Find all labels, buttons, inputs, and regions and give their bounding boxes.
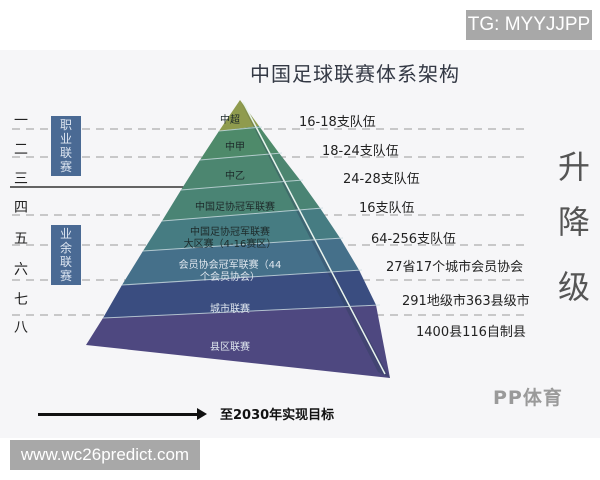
- team-count-5: 64-256支队伍: [371, 232, 457, 247]
- layer-label-line: 中国足协冠军联赛: [190, 227, 270, 238]
- tier-numeral-4: 四: [14, 200, 28, 216]
- tier-numeral-5: 五: [14, 231, 28, 247]
- team-count-7: 291地级市363县级市: [402, 294, 530, 309]
- layer-label-county-league: 县区联赛: [210, 342, 250, 353]
- diagram-title: 中国足球联赛体系架构: [250, 62, 460, 86]
- tier-numeral-1: 一: [14, 113, 28, 129]
- promotion-relegation-char: 升: [558, 148, 591, 186]
- promotion-relegation-char: 降: [558, 203, 591, 241]
- layer-label-member-association: 会员协会冠军联赛（44 个会员协会）: [160, 260, 300, 284]
- layer-label-line: 大区赛（4-16赛区）: [183, 239, 277, 250]
- team-count-6: 27省17个城市会员协会: [386, 260, 524, 275]
- group-char: 联: [59, 255, 72, 269]
- team-count-8: 1400县116自制县: [416, 325, 526, 340]
- layer-label-line: 会员协会冠军联赛（44: [178, 260, 282, 271]
- tier-numeral-6: 六: [14, 262, 28, 278]
- tier-numeral-2: 二: [14, 142, 28, 158]
- layer-label-china-league-two: 中乙: [225, 171, 245, 182]
- site-watermark-badge: www.wc26predict.com: [10, 440, 200, 470]
- layer-label-line: 个会员协会）: [200, 272, 260, 283]
- promotion-relegation-char: 级: [558, 268, 591, 306]
- goal-arrow-line: [38, 413, 198, 416]
- group-char: 联: [59, 146, 72, 160]
- group-char: 赛: [59, 269, 72, 283]
- tier-numeral-7: 七: [14, 292, 28, 308]
- team-count-3: 24-28支队伍: [343, 172, 420, 187]
- group-char: 赛: [59, 160, 72, 174]
- group-char: 业: [59, 227, 72, 241]
- tier-numeral-8: 八: [14, 320, 28, 336]
- team-count-2: 18-24支队伍: [322, 144, 399, 159]
- tg-watermark-badge: TG: MYYJJPP: [466, 10, 592, 40]
- layer-label-city-league: 城市联赛: [210, 304, 250, 315]
- group-char: 职: [59, 118, 72, 132]
- arrow-right-icon: [197, 408, 207, 420]
- layer-label-csl: 中超: [220, 115, 240, 126]
- tier-numeral-3: 三: [14, 171, 28, 187]
- group-char: 余: [59, 241, 72, 255]
- layer-label-regional-round: 中国足协冠军联赛 大区赛（4-16赛区）: [170, 227, 290, 251]
- layer-label-china-league-one: 中甲: [225, 142, 245, 153]
- layer-label-cfa-champions-league: 中国足协冠军联赛: [195, 202, 275, 213]
- team-count-1: 16-18支队伍: [299, 115, 376, 130]
- team-count-4: 16支队伍: [359, 201, 415, 216]
- professional-league-box: 职 业 联 赛: [51, 116, 81, 176]
- amateur-league-box: 业 余 联 赛: [51, 225, 81, 285]
- group-char: 业: [59, 132, 72, 146]
- goal-label: 至2030年实现目标: [220, 408, 335, 423]
- pp-sports-logo: PP体育: [493, 387, 563, 409]
